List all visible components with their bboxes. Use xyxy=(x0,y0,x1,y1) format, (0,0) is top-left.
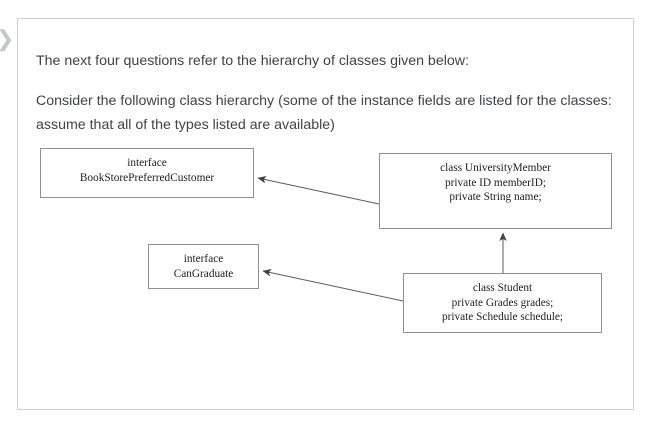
edge-universitymember-to-bookstore xyxy=(257,175,380,205)
chevron-right-icon[interactable]: ❯ xyxy=(0,28,14,50)
question-description-paragraph: Consider the following class hierarchy (… xyxy=(36,93,612,133)
question-prose: The next four questions refer to the hie… xyxy=(36,49,621,153)
uml-box-bookstorepreferredcustomer: interface BookStorePreferredCustomer xyxy=(40,148,254,198)
uml-box-line: private Schedule schedule; xyxy=(441,311,564,323)
uml-box-line: interface xyxy=(127,157,167,169)
edge-student-to-cangraduate xyxy=(262,268,404,302)
question-intro-paragraph: The next four questions refer to the hie… xyxy=(36,53,469,69)
uml-box-universitymember: class UniversityMember private ID member… xyxy=(379,153,612,229)
uml-box-line: class UniversityMember xyxy=(440,162,551,174)
uml-box-line: CanGraduate xyxy=(173,267,234,280)
uml-box-line: class Student xyxy=(472,282,533,294)
uml-box-student: class Student private Grades grades; pri… xyxy=(403,273,602,333)
question-card: The next four questions refer to the hie… xyxy=(17,18,634,410)
uml-box-line: BookStorePreferredCustomer xyxy=(79,171,215,184)
uml-box-line: private Grades grades; xyxy=(451,296,554,309)
uml-box-line: private String name; xyxy=(449,191,542,203)
uml-box-cangraduate: interface CanGraduate xyxy=(148,244,259,289)
uml-box-line: interface xyxy=(183,253,224,265)
uml-box-line: private ID memberID; xyxy=(444,176,546,189)
